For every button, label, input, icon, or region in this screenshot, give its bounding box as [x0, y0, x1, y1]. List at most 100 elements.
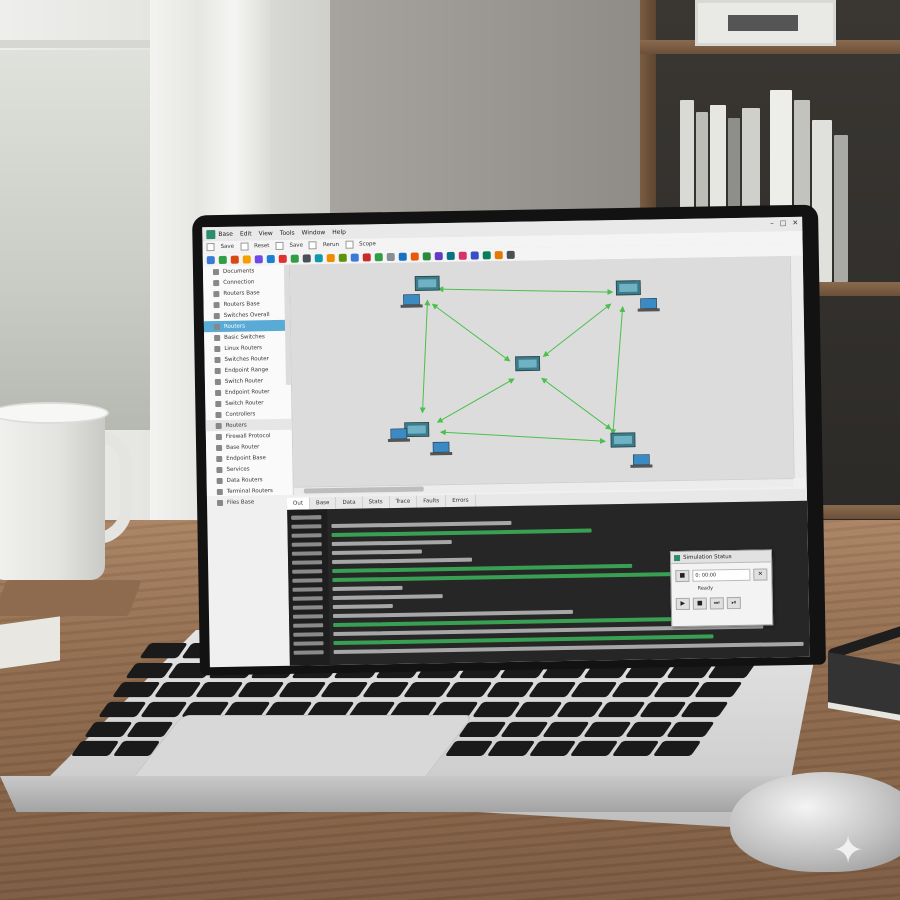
menu-edit[interactable]: Edit [239, 229, 252, 238]
tool-icon[interactable] [482, 250, 491, 259]
checkbox[interactable] [275, 241, 284, 250]
network-link[interactable] [436, 378, 515, 423]
toolbar-label[interactable]: Scope [359, 241, 376, 248]
tool-icon[interactable] [278, 254, 287, 263]
topology-canvas[interactable] [289, 256, 794, 487]
keyboard-key[interactable] [611, 741, 660, 757]
close-icon[interactable]: ✕ [753, 568, 768, 581]
tool-icon[interactable] [266, 254, 275, 263]
menu-view[interactable]: View [258, 229, 273, 237]
keyboard-key[interactable] [139, 701, 188, 718]
keyboard-key[interactable] [638, 701, 688, 718]
tool-icon[interactable] [386, 252, 395, 261]
keyboard-key[interactable] [500, 721, 549, 737]
keyboard-key[interactable] [528, 741, 577, 757]
console-tab[interactable]: Base [309, 496, 337, 510]
keyboard-key[interactable] [610, 682, 660, 698]
keyboard-key[interactable] [569, 741, 618, 757]
computer-mouse[interactable] [730, 772, 900, 872]
router-node[interactable] [615, 280, 641, 296]
menu-tools[interactable]: Tools [279, 229, 295, 237]
console-tab[interactable]: Out [286, 497, 311, 510]
console-tab[interactable]: Errors [446, 494, 476, 508]
network-link[interactable] [542, 303, 612, 357]
keyboard-key[interactable] [486, 741, 535, 757]
toolbar-label[interactable]: Save [220, 243, 235, 250]
laptop-node[interactable] [430, 441, 453, 456]
keyboard-key[interactable] [444, 741, 494, 757]
keyboard-key[interactable] [153, 682, 202, 698]
console-tab[interactable]: Stats [362, 496, 390, 509]
keyboard-key[interactable] [555, 701, 604, 718]
close-button[interactable]: ✕ [792, 218, 799, 227]
scroll-thumb[interactable] [303, 486, 424, 494]
checkbox[interactable] [308, 241, 318, 250]
tool-icon[interactable] [362, 252, 371, 261]
console-tab[interactable]: Data [336, 496, 363, 509]
laptop-node[interactable] [400, 294, 423, 308]
keyboard-key[interactable] [472, 701, 521, 718]
tool-icon[interactable] [230, 255, 239, 264]
tool-icon[interactable] [374, 252, 383, 261]
network-link[interactable] [419, 299, 431, 414]
tool-icon[interactable] [494, 250, 503, 259]
keyboard-key[interactable] [194, 682, 244, 698]
laptop-node[interactable] [387, 428, 410, 443]
keyboard-key[interactable] [583, 721, 632, 737]
checkbox[interactable] [345, 240, 354, 249]
tool-icon[interactable] [314, 253, 323, 262]
keyboard-key[interactable] [569, 682, 618, 698]
minimize-button[interactable]: – [770, 219, 774, 228]
tool-icon[interactable] [458, 251, 467, 260]
console-tab[interactable]: Trace [389, 495, 418, 509]
keyboard-key[interactable] [597, 701, 646, 718]
network-link[interactable] [610, 305, 626, 436]
play-button[interactable]: ▶ [675, 597, 690, 611]
time-field[interactable]: 0: 00:00 [692, 568, 751, 582]
menu-base[interactable]: Base [218, 230, 234, 238]
keyboard-key[interactable] [402, 682, 452, 698]
laptop-node[interactable] [637, 298, 660, 312]
tool-icon[interactable] [398, 252, 407, 261]
keyboard-key[interactable] [652, 682, 701, 698]
stop-button[interactable]: ■ [692, 597, 707, 610]
switch-node[interactable] [515, 355, 541, 372]
step-button[interactable]: ⏭ [709, 597, 724, 610]
menu-help[interactable]: Help [332, 228, 347, 236]
network-link[interactable] [437, 286, 614, 296]
network-link[interactable] [541, 377, 612, 430]
keyboard-key[interactable] [361, 682, 410, 698]
tool-icon[interactable] [206, 255, 215, 264]
tool-icon[interactable] [254, 254, 263, 263]
maximize-button[interactable]: □ [779, 219, 787, 228]
toolbar-label[interactable]: Reset [254, 243, 270, 250]
network-link[interactable] [431, 303, 511, 362]
tool-icon[interactable] [302, 253, 311, 263]
pause-button[interactable]: ⏯ [726, 596, 741, 610]
keyboard-key[interactable] [527, 682, 577, 698]
tool-icon[interactable] [422, 251, 431, 260]
toolbar-label[interactable]: Save [289, 242, 303, 249]
keyboard-key[interactable] [625, 721, 674, 737]
keyboard-key[interactable] [278, 682, 327, 698]
tool-icon[interactable] [338, 253, 347, 262]
tool-icon[interactable] [470, 250, 479, 260]
tool-icon[interactable] [218, 255, 227, 264]
keyboard-key[interactable] [319, 682, 369, 698]
tool-icon[interactable] [350, 253, 359, 262]
checkbox[interactable] [239, 242, 249, 251]
keyboard-key[interactable] [486, 682, 535, 698]
keyboard-key[interactable] [444, 682, 493, 698]
router-node[interactable] [414, 275, 440, 291]
network-link[interactable] [439, 429, 607, 444]
tool-icon[interactable] [242, 254, 251, 264]
keyboard-key[interactable] [236, 682, 285, 698]
router-node[interactable] [610, 432, 636, 448]
tool-icon[interactable] [434, 251, 443, 260]
sidebar-item[interactable]: Files Base [207, 496, 293, 508]
laptop-node[interactable] [630, 454, 653, 468]
tool-icon[interactable] [446, 251, 455, 260]
menu-window[interactable]: Window [301, 228, 326, 237]
checkbox[interactable] [206, 243, 215, 252]
tool-icon[interactable] [290, 254, 299, 263]
